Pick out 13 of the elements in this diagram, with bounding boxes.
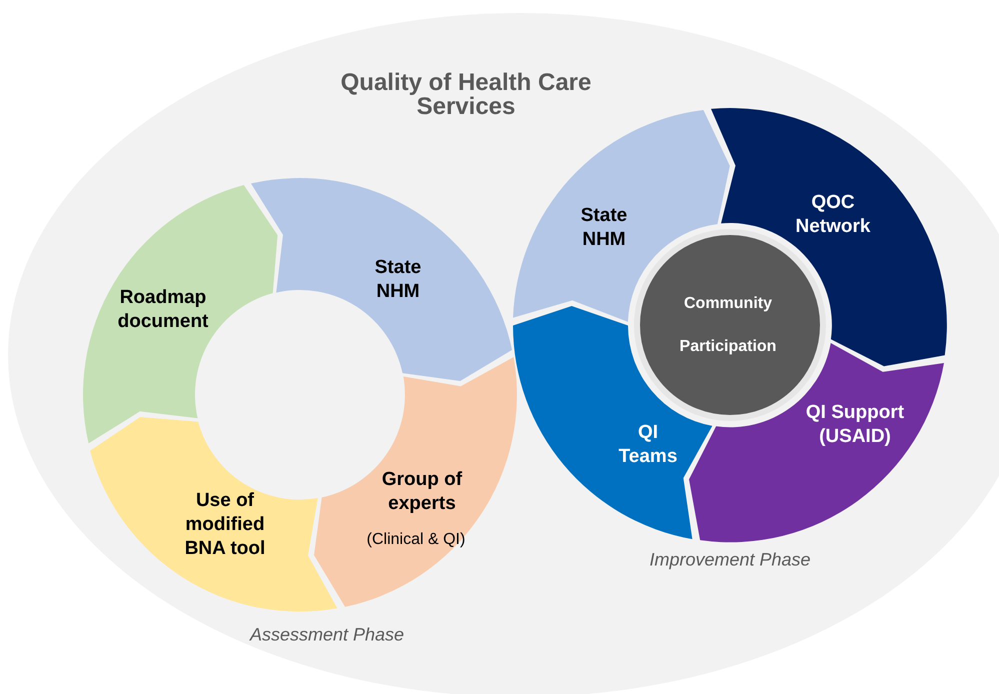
segment-label: Roadmap document [116, 286, 210, 334]
segment-label: QI Teams [618, 420, 678, 469]
segment-label: Community Participation [678, 294, 778, 357]
segment-label: QOC Network [794, 191, 872, 239]
segment-label: Use of modified BNA tool [184, 488, 266, 561]
segment-note: (Clinical & QI) [366, 530, 466, 550]
ellipse-label: Quality of Health Care Services [340, 71, 592, 119]
phase-caption: Improvement Phase [649, 550, 811, 570]
phase-caption: Assessment Phase [250, 624, 404, 646]
segment-label: Group of experts [380, 468, 464, 516]
segment-label: State NHM [374, 256, 422, 304]
segment-label: QI Support (USAID) [804, 400, 905, 449]
segment-label: State NHM [580, 204, 628, 252]
